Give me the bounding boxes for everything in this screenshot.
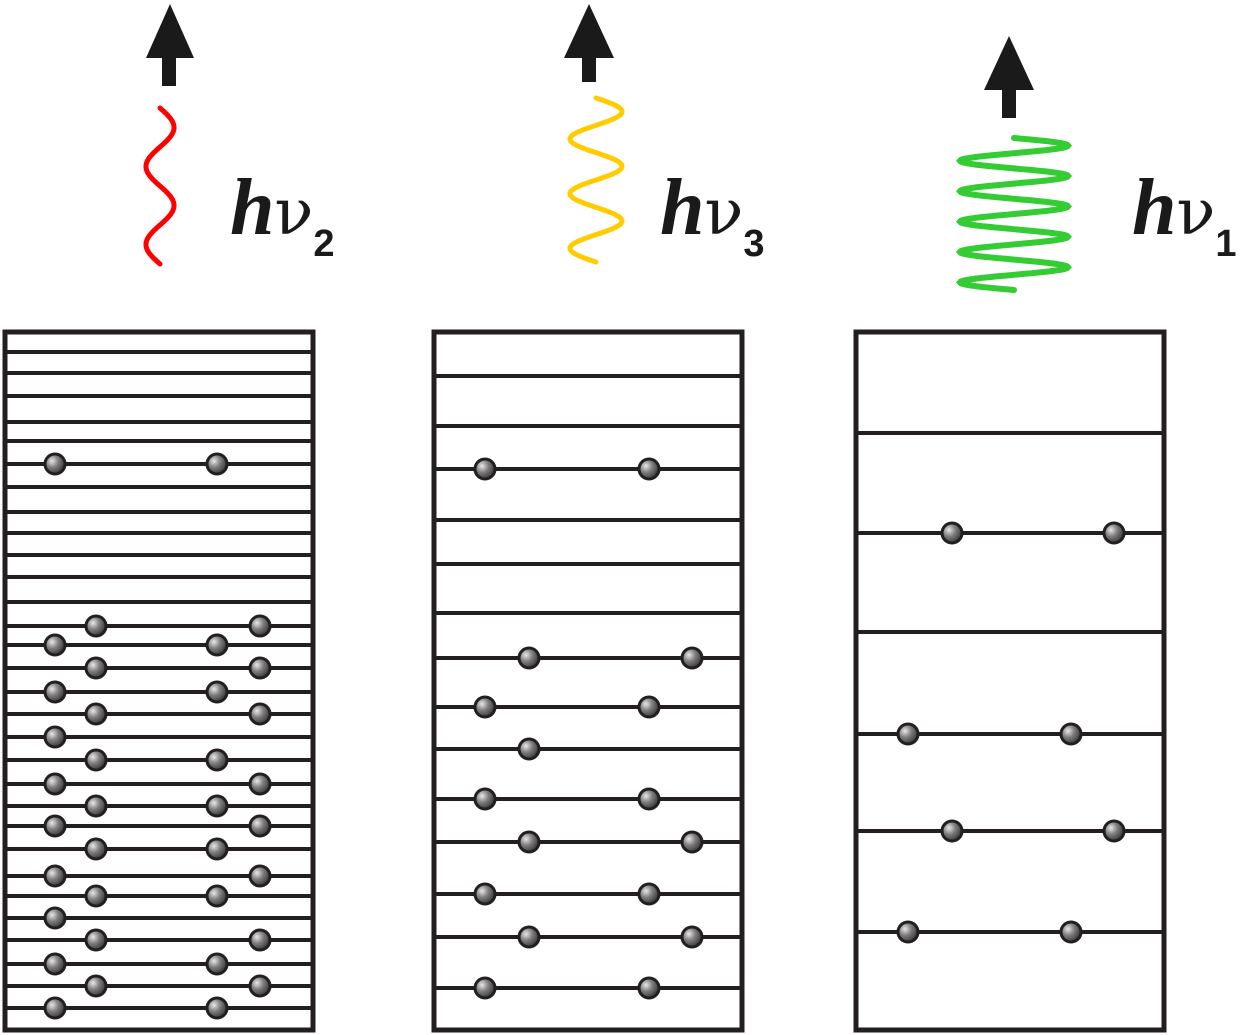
particle-icon (205, 837, 229, 861)
particle-icon (205, 680, 229, 704)
particle-icon (680, 646, 704, 670)
particle-icon (43, 725, 67, 749)
particle-icon (637, 787, 661, 811)
particle-icon (84, 884, 108, 908)
particle-icon (940, 521, 964, 545)
photon-group-1: hν2 (143, 4, 335, 267)
frequency-symbol: ν (275, 176, 314, 250)
photon-label-2: hν3 (660, 164, 765, 265)
particle-icon (43, 952, 67, 976)
particle-icon (43, 680, 67, 704)
particle-icon (517, 737, 541, 761)
particle-icon (473, 976, 497, 1000)
particle-icon (84, 928, 108, 952)
well-outline (431, 329, 745, 1033)
particle-icon (84, 656, 108, 680)
particle-icon (43, 996, 67, 1020)
particle-icon (248, 772, 272, 796)
particle-icon (205, 884, 229, 908)
particle-icon (205, 794, 229, 818)
frequency-subscript: 1 (1215, 223, 1236, 265)
photon-group-2: hν3 (564, 4, 765, 265)
particle-icon (637, 976, 661, 1000)
frequency-subscript: 3 (743, 223, 764, 265)
planck-symbol: h (230, 164, 275, 252)
particle-icon (473, 457, 497, 481)
arrow-up-icon (146, 4, 194, 86)
particle-icon (248, 974, 272, 998)
particle-icon (680, 925, 704, 949)
particle-icon (43, 906, 67, 930)
particle-icon (205, 952, 229, 976)
energy-box-dense (2, 329, 316, 1033)
particle-icon (43, 864, 67, 888)
particle-icon (205, 748, 229, 772)
well-outline (853, 329, 1167, 1033)
particle-icon (205, 633, 229, 657)
particle-icon (473, 787, 497, 811)
photon-group-3: hν1 (956, 36, 1237, 293)
particle-icon (84, 794, 108, 818)
particle-icon (896, 920, 920, 944)
particle-icon (637, 457, 661, 481)
energy-box-medium (431, 329, 745, 1033)
particle-icon (43, 452, 67, 476)
particle-icon (248, 928, 272, 952)
particle-icon (1102, 819, 1126, 843)
particle-icon (680, 830, 704, 854)
wave-icon (956, 135, 1072, 293)
particle-icon (473, 695, 497, 719)
particle-icon (248, 702, 272, 726)
particle-icon (1059, 722, 1083, 746)
particle-icon (517, 925, 541, 949)
arrow-up-icon (984, 36, 1034, 118)
planck-symbol: h (1132, 164, 1177, 252)
photon-label-1: hν2 (230, 164, 335, 265)
particle-icon (517, 646, 541, 670)
frequency-symbol: ν (1177, 176, 1216, 250)
particle-icon (473, 882, 497, 906)
particle-icon (517, 830, 541, 854)
particle-icon (637, 882, 661, 906)
planck-symbol: h (660, 164, 705, 252)
particle-icon (1102, 521, 1126, 545)
frequency-subscript: 2 (313, 223, 334, 265)
particle-icon (940, 819, 964, 843)
particle-icon (84, 837, 108, 861)
particle-icon (84, 748, 108, 772)
frequency-symbol: ν (705, 176, 744, 250)
well-outline (2, 329, 316, 1033)
particle-icon (205, 996, 229, 1020)
particle-icon (43, 814, 67, 838)
particle-icon (896, 722, 920, 746)
wave-icon (567, 95, 625, 265)
energy-box-sparse (853, 329, 1167, 1033)
arrow-up-icon (564, 4, 614, 82)
particle-icon (248, 656, 272, 680)
particle-icon (84, 614, 108, 638)
particle-icon (84, 974, 108, 998)
photon-label-3: hν1 (1132, 164, 1237, 265)
particle-icon (1059, 920, 1083, 944)
particle-icon (43, 633, 67, 657)
particle-icon (637, 695, 661, 719)
particle-icon (205, 452, 229, 476)
wave-icon (143, 105, 177, 267)
particle-icon (248, 814, 272, 838)
particle-icon (248, 614, 272, 638)
particle-icon (248, 864, 272, 888)
particle-icon (43, 772, 67, 796)
particle-icon (84, 702, 108, 726)
